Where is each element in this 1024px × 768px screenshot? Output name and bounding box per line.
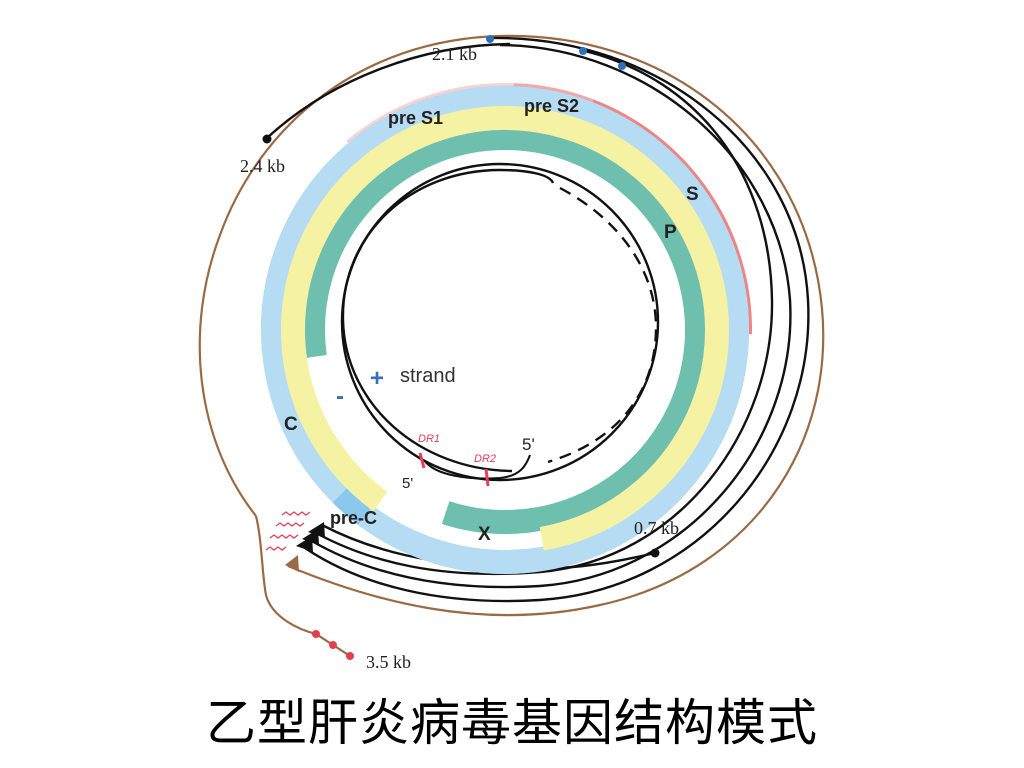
gene-arc-pre-c [261,86,749,574]
red-squiggle-3 [269,534,299,539]
transcript-long-3 [315,49,774,576]
diagram-caption: 乙型肝炎病毒基因结构模式 [206,694,818,752]
transcript-long-2 [309,43,792,589]
dot-0-7kb [650,548,660,558]
minus-strand-5prime-tail [423,454,531,480]
label-2-1kb: 2.1 kb [432,44,477,64]
label-c: C [284,414,298,435]
dot-2-4kb [262,134,272,144]
red-squiggle-2 [275,522,305,527]
outer-3-5kb-transcript [198,34,825,617]
label-minus: - [336,383,344,410]
dr2-marker [484,468,490,487]
dot-red-2 [329,641,337,649]
dot-red-1 [312,630,320,638]
label-s: S [686,184,699,205]
gene-arc-x [281,106,729,551]
arrowhead-3 [308,522,325,538]
dot-blue-2 [579,47,587,55]
label-pre-s2: pre S2 [524,96,579,116]
label-pre-c: pre-C [330,508,377,528]
plus-strand-solid [341,168,555,473]
label-x: X [478,524,491,545]
dot-red-3 [346,652,354,660]
label-pre-s1: pre S1 [388,108,443,128]
label-3-5kb: 3.5 kb [366,652,411,672]
label-2-4kb: 2.4 kb [240,156,285,176]
label-strand: strand [400,365,456,387]
red-squiggle-4 [265,546,287,551]
label-5prime-top: 5' [522,435,535,454]
dot-blue-3 [618,62,626,70]
label-5prime-bottom: 5' [402,475,413,492]
label-0-7kb: 0.7 kb [634,518,679,538]
label-plus: + [370,365,384,392]
transcript-2-4kb [266,42,511,139]
outer-transcript-tail [254,515,351,657]
transcript-long-1 [304,36,810,603]
label-p: P [664,222,677,243]
gene-arcs [261,83,752,574]
brown-arrowhead [285,555,299,572]
dot-blue-1 [486,35,494,43]
gene-arc-p [301,126,709,534]
plus-strand-dashed [547,186,658,464]
label-dr1: DR1 [418,433,440,445]
label-dr2: DR2 [474,453,496,465]
red-squiggle-1 [281,511,311,516]
dr1-marker [418,452,426,469]
